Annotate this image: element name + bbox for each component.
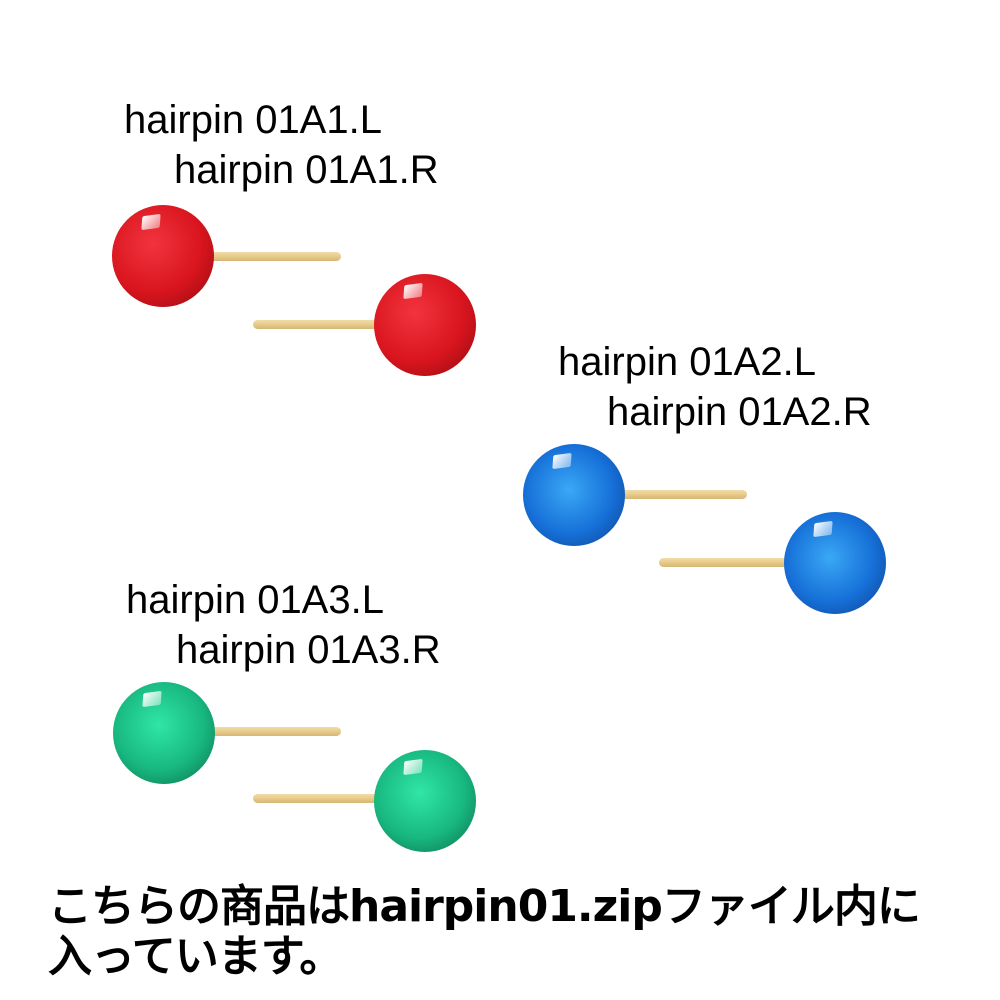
label-01A1-L: hairpin 01A1.L xyxy=(124,98,382,142)
red-bead-icon xyxy=(112,205,214,307)
hairpin-wire xyxy=(253,794,383,803)
label-01A2-L: hairpin 01A2.L xyxy=(558,340,816,384)
product-note-line2: 入っています。 xyxy=(48,931,343,982)
label-01A2-R: hairpin 01A2.R xyxy=(607,390,872,434)
red-bead-icon xyxy=(374,274,476,376)
hairpin-wire xyxy=(253,320,383,329)
label-01A1-R: hairpin 01A1.R xyxy=(174,148,439,192)
hairpin-wire xyxy=(205,252,341,261)
blue-bead-icon xyxy=(523,444,625,546)
label-01A3-R: hairpin 01A3.R xyxy=(176,628,441,672)
label-01A3-L: hairpin 01A3.L xyxy=(126,578,384,622)
hairpin-wire xyxy=(659,558,791,567)
green-bead-icon xyxy=(113,682,215,784)
product-note: こちらの商品はhairpin01.zipファイル内に 入っています。 xyxy=(48,881,921,982)
hairpin-wire xyxy=(615,490,747,499)
green-bead-icon xyxy=(374,750,476,852)
product-note-line1: こちらの商品はhairpin01.zipファイル内に xyxy=(48,881,921,932)
hairpin-wire xyxy=(205,727,341,736)
blue-bead-icon xyxy=(784,512,886,614)
